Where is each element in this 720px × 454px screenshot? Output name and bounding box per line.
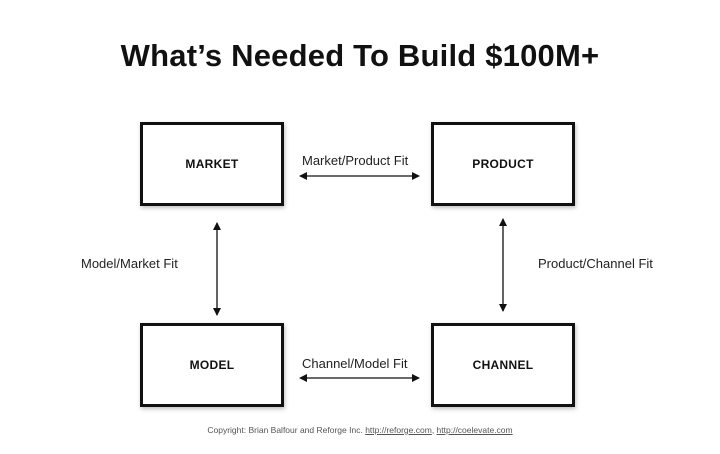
link-separator: ,	[431, 425, 437, 435]
page-title: What’s Needed To Build $100M+	[120, 38, 600, 73]
market-box: MARKET	[140, 122, 284, 206]
product-channel-fit-label: Product/Channel Fit	[538, 256, 653, 271]
product-label: PRODUCT	[472, 157, 534, 171]
market-label: MARKET	[185, 157, 239, 171]
channel-box: CHANNEL	[431, 323, 575, 407]
market-product-fit-label: Market/Product Fit	[302, 153, 409, 168]
copyright-text: Copyright: Brian Balfour and Reforge Inc…	[207, 425, 363, 435]
product-box: PRODUCT	[431, 122, 575, 206]
reforge-link[interactable]: http://reforge.com	[365, 425, 432, 435]
copyright-footer: Copyright: Brian Balfour and Reforge Inc…	[0, 425, 720, 435]
coelevate-link[interactable]: http://coelevate.com	[436, 425, 513, 435]
channel-label: CHANNEL	[472, 358, 534, 372]
channel-model-fit-label: Channel/Model Fit	[302, 356, 408, 371]
model-label: MODEL	[189, 358, 235, 372]
model-market-fit-label: Model/Market Fit	[81, 256, 178, 271]
model-box: MODEL	[140, 323, 284, 407]
